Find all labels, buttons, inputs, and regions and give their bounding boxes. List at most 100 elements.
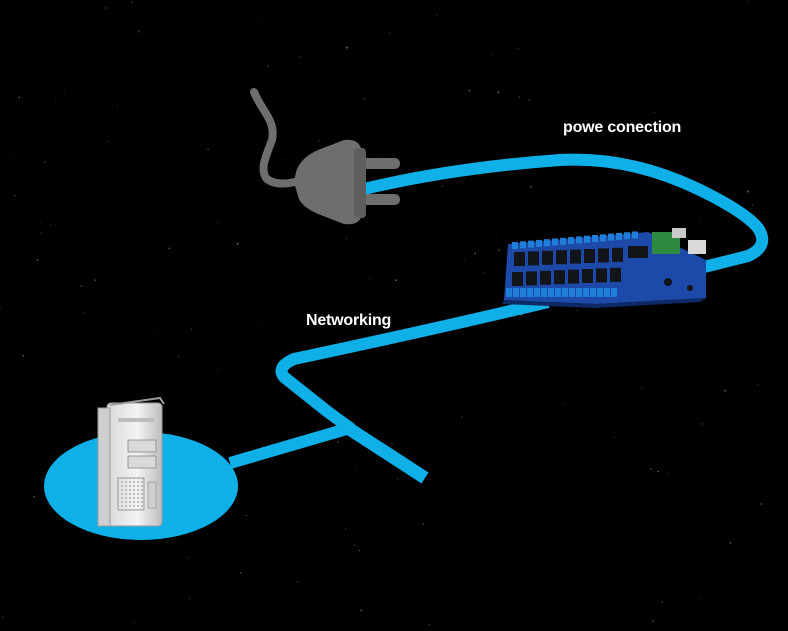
terminal-block [611, 288, 617, 297]
terminal-block [604, 288, 610, 297]
networking-label: Networking [306, 312, 392, 329]
star [318, 140, 320, 142]
relay [514, 252, 525, 266]
star [88, 206, 90, 208]
star [386, 353, 387, 355]
terminal-block [562, 288, 568, 297]
star [10, 154, 12, 156]
star [704, 358, 705, 360]
star [63, 90, 65, 92]
star [388, 32, 390, 34]
star [18, 96, 21, 99]
star [207, 148, 209, 151]
terminal-block [583, 288, 589, 297]
star [104, 7, 107, 9]
star [641, 386, 643, 389]
star [748, 0, 750, 2]
relay [540, 270, 551, 285]
star [496, 233, 498, 235]
star [701, 423, 703, 425]
star [239, 571, 242, 574]
star [487, 62, 489, 64]
star [271, 397, 273, 399]
star [474, 252, 477, 255]
relay [542, 250, 553, 265]
star [415, 265, 417, 267]
relay [554, 270, 565, 285]
star [441, 185, 444, 188]
star [415, 594, 417, 596]
star [698, 597, 700, 599]
star [653, 112, 655, 114]
terminal-block [597, 288, 603, 297]
star [283, 157, 285, 159]
relay [612, 247, 623, 262]
star [106, 140, 108, 142]
terminal-block [624, 232, 630, 240]
star [2, 616, 4, 619]
star [187, 557, 189, 559]
star [461, 416, 463, 418]
star [517, 47, 519, 49]
network-cable-branch [344, 422, 429, 484]
desktop-tower-icon [97, 396, 165, 527]
terminal-block [592, 235, 598, 242]
star [515, 4, 517, 6]
star [498, 249, 501, 252]
terminal-block [506, 288, 512, 297]
star [614, 436, 616, 438]
terminal-block [520, 241, 526, 249]
star [83, 312, 86, 314]
star [32, 495, 36, 498]
relay [526, 271, 537, 286]
terminal-block [527, 288, 533, 297]
star [348, 319, 350, 320]
star [438, 357, 439, 359]
star [484, 271, 486, 273]
star [661, 601, 663, 603]
terminal-block [600, 234, 606, 242]
star [497, 91, 500, 94]
terminal-block [576, 288, 582, 297]
terminal-block [552, 238, 558, 246]
relay [568, 269, 579, 284]
star [422, 523, 425, 526]
terminal-block [616, 232, 622, 240]
relay-board-icon [502, 228, 706, 308]
relay [528, 251, 539, 266]
star [236, 242, 239, 245]
star [650, 468, 652, 470]
star [760, 502, 763, 506]
star [116, 105, 118, 107]
star [177, 356, 180, 358]
star [199, 298, 201, 300]
relay [598, 248, 609, 263]
star [245, 514, 247, 517]
star [80, 285, 83, 288]
terminal-block [513, 288, 519, 297]
star [355, 465, 357, 467]
star [94, 279, 97, 282]
star [554, 8, 556, 10]
terminal-block [576, 236, 582, 244]
star [146, 191, 148, 193]
star [189, 598, 190, 600]
star [436, 14, 438, 16]
star [267, 65, 269, 67]
star [0, 306, 1, 309]
terminal-block [632, 231, 638, 239]
star [39, 221, 41, 223]
star [530, 185, 533, 188]
star [260, 17, 261, 18]
terminal-block [590, 288, 596, 297]
star [752, 204, 754, 206]
terminal-block [512, 242, 518, 249]
terminal-block [520, 288, 526, 297]
star [528, 98, 531, 101]
terminal-block [528, 240, 534, 248]
star [190, 328, 192, 331]
star [729, 542, 732, 544]
star [657, 470, 660, 473]
star [564, 402, 566, 404]
star [130, 0, 133, 3]
